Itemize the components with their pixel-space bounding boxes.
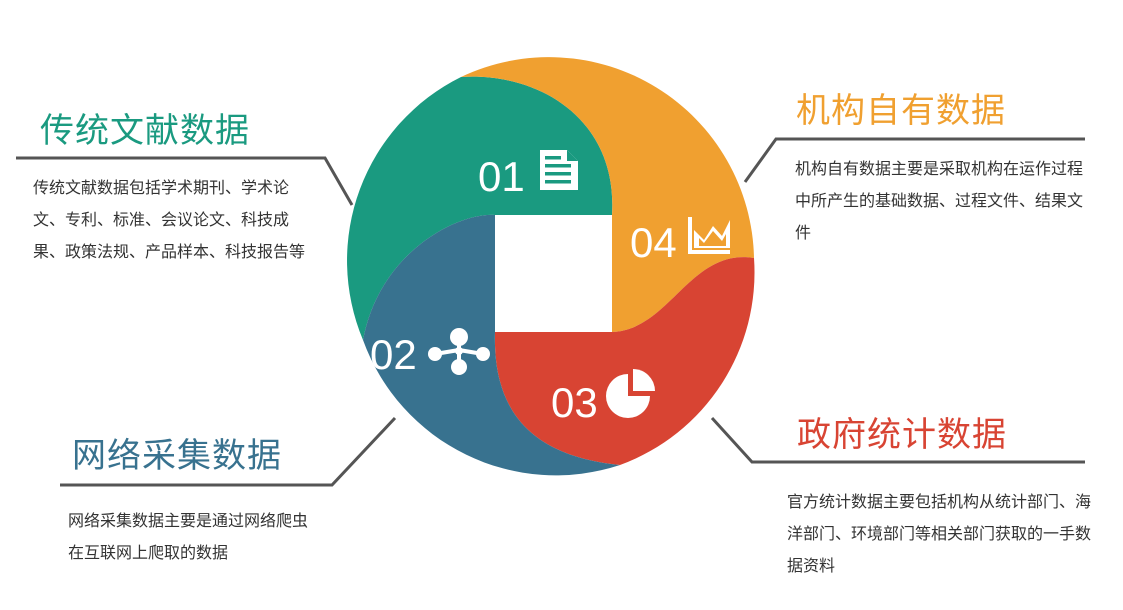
segment-number-03: 03	[551, 379, 598, 426]
leader-line-04	[743, 137, 1085, 183]
pie-chart-icon	[606, 369, 655, 418]
desc-institutional-data: 机构自有数据主要是采取机构在运作过程中所产生的基础数据、过程文件、结果文件	[795, 159, 1084, 242]
line-chart-icon	[688, 217, 730, 254]
center-square	[495, 215, 612, 332]
segment-04	[461, 57, 754, 333]
title-traditional-literature: 传统文献数据	[40, 111, 250, 151]
leader-line-03	[710, 416, 1085, 464]
segment-02	[363, 214, 620, 476]
segment-01	[347, 76, 613, 341]
segment-number-01: 01	[478, 153, 525, 200]
segment-number-04: 04	[630, 219, 677, 266]
desc-traditional-literature: 传统文献数据包括学术期刊、学术论文、专利、标准、会议论文、科技成果、政策法规、产…	[33, 178, 306, 261]
segment-03	[494, 257, 755, 465]
title-web-crawled-data: 网络采集数据	[72, 436, 282, 476]
document-icon	[540, 150, 578, 190]
leader-line-01	[16, 156, 354, 206]
title-government-statistics: 政府统计数据	[797, 415, 1007, 455]
desc-web-crawled-data: 网络采集数据主要是通过网络爬虫在互联网上爬取的数据	[68, 511, 309, 562]
segment-number-02: 02	[370, 331, 417, 378]
title-institutional-data: 机构自有数据	[796, 91, 1006, 131]
leader-line-02	[60, 416, 397, 487]
share-network-icon	[428, 328, 490, 375]
desc-government-statistics: 官方统计数据主要包括机构从统计部门、海洋部门、环境部门等相关部门获取的一手数据资…	[787, 492, 1092, 575]
